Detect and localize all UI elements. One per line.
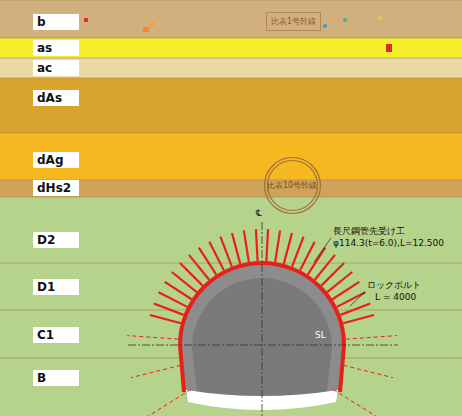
layer-label: B xyxy=(33,370,79,386)
soil-layer: dAg比表10号幹線 xyxy=(0,133,462,180)
soil-layer: b 比表1号幹線 xyxy=(0,0,462,38)
soil-layer: C1 xyxy=(0,310,462,358)
layer-label: dHs2 xyxy=(33,180,79,196)
layer-label: ac xyxy=(33,60,79,76)
layer-label: dAg xyxy=(33,152,79,168)
layer-label: dAs xyxy=(33,90,79,106)
layer-label: as xyxy=(33,40,79,56)
layer-label: C1 xyxy=(33,327,79,343)
soil-layer: dHs2 xyxy=(0,180,462,197)
soil-layer: as xyxy=(0,38,462,58)
springline-label: SL xyxy=(314,330,327,341)
layer-label: D2 xyxy=(33,232,79,248)
soil-layer: ac xyxy=(0,58,462,78)
pipe-box: 比表1号幹線 xyxy=(266,12,321,31)
pipe-name: 比表10号幹線 xyxy=(267,180,317,191)
pipe-name: 比表1号幹線 xyxy=(271,17,316,26)
callout-text: ロックボルト xyxy=(366,280,422,291)
soil-layer: dAs xyxy=(0,78,462,133)
ground-dots xyxy=(84,16,392,52)
dimension: φ114.3(t=6.0),L=12.500 xyxy=(332,238,445,249)
callout-text: 長尺鋼管先受け工 xyxy=(332,226,406,237)
centerline-mark: ℄ xyxy=(255,208,263,219)
layer-label: b xyxy=(33,14,79,30)
layer-label: D1 xyxy=(33,279,79,295)
dimension: L = 4000 xyxy=(374,292,417,303)
soil-layer: B xyxy=(0,358,462,416)
pipe-circle: 比表10号幹線 xyxy=(263,156,322,215)
